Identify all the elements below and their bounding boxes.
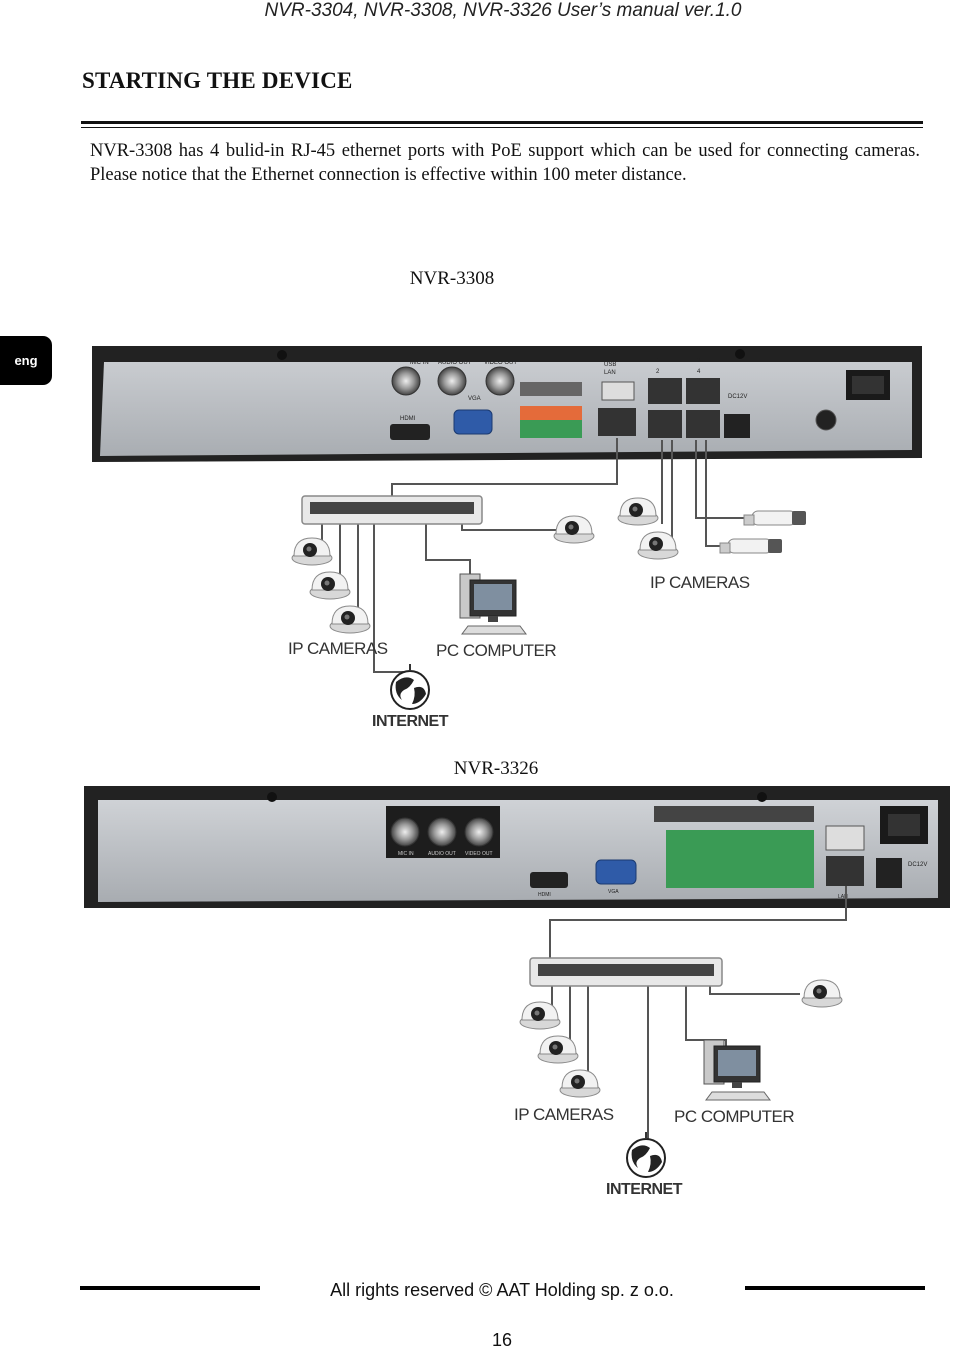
panel-label-dc12v: DC12V [908,862,927,868]
label-ip-cameras: IP CAMERAS [514,1105,614,1124]
panel-label-lan: LAN [604,370,616,376]
usb-port [601,381,635,401]
panel-label-vga: VGA [608,889,619,895]
hdmi-port [390,424,430,440]
label-ip-cameras-left: IP CAMERAS [288,639,388,658]
panel-label-dc12v: DC12V [728,394,747,400]
footer-rule-right [745,1286,925,1290]
footer-rule-left [80,1286,260,1290]
internet-globe-icon [390,663,430,710]
label-internet: INTERNET [372,713,449,730]
ip-camera-bullet [719,538,783,554]
network-switch-1 [301,495,483,525]
lan-port [826,856,864,886]
ip-camera-dome [553,515,595,544]
panel-label-audio-out: AUDIO OUT [438,360,472,366]
running-header: NVR-3304, NVR-3308, NVR-3326 User’s manu… [264,0,742,21]
video-out-bnc [485,366,515,396]
ip-camera-dome [617,497,659,526]
hdmi-port [530,872,568,888]
panel-label-port4: 4 [697,369,701,375]
nvr3326-connection-diagram: MIC IN AUDIO OUT VIDEO OUT HDMI VGA LAN … [84,786,950,1198]
vga-port [453,409,493,435]
lan-port [598,408,636,436]
ip-camera-dome [559,1069,601,1098]
page-number: 16 [491,1330,513,1350]
intro-paragraph: NVR-3308 has 4 bulid-in RJ-45 ethernet p… [90,141,920,185]
nvr3308-cables [321,438,750,673]
ip-camera-dome [537,1035,579,1064]
panel-label-mic-in: MIC IN [410,360,429,366]
dc-power-jack [876,858,902,888]
video-out-bnc [464,817,494,847]
label-pc-computer: PC COMPUTER [674,1107,794,1126]
diagram1-caption: NVR-3308 [409,268,495,289]
footer-copyright: All rights reserved © AAT Holding sp. z … [330,1280,674,1300]
poe-port-1 [648,378,682,404]
poe-port-3 [686,378,720,404]
alarm-terminal-block [666,830,814,888]
panel-label-vga: VGA [468,396,481,402]
panel-label-port3: 3 [697,358,701,364]
ip-camera-dome [329,605,371,634]
audio-out-bnc [427,817,457,847]
panel-label-usb: USB [604,362,616,368]
ip-camera-dome [801,979,843,1008]
panel-label-hdmi: HDMI [400,416,416,422]
network-switch-2 [529,957,723,987]
panel-label-mic-in: MIC IN [398,851,414,857]
ip-camera-bullet [743,510,807,526]
title-rule-thin [81,127,923,128]
audio-out-bnc [437,366,467,396]
diagram2-caption: NVR-3326 [453,758,539,779]
panel-label-port2: 2 [656,369,660,375]
nvr3326-rear-panel: MIC IN AUDIO OUT VIDEO OUT HDMI VGA LAN … [84,786,950,908]
language-tab: eng [0,336,52,385]
panel-label-video-out: VIDEO OUT [465,851,493,857]
poe-port-2 [648,410,682,438]
label-ip-cameras-right: IP CAMERAS [650,573,750,592]
usb-port [825,825,865,851]
internet-globe-icon [626,1131,666,1178]
ip-camera-dome [519,1001,561,1030]
nvr3308-connection-diagram: MIC IN AUDIO OUT VIDEO OUT HDMI VGA USB … [92,346,922,730]
nvr3308-rear-panel: MIC IN AUDIO OUT VIDEO OUT HDMI VGA USB … [92,346,922,462]
poe-port-4 [686,410,720,438]
title-rule-thick [81,121,923,124]
ip-camera-dome [309,571,351,600]
mic-in-bnc [390,817,420,847]
panel-label-port1: 1 [656,358,660,364]
label-internet: INTERNET [606,1181,683,1198]
panel-label-video-out: VIDEO OUT [484,360,517,366]
panel-label-lan: LAN [838,894,848,900]
panel-label-hdmi: HDMI [538,892,551,898]
pc-computer-icon [703,1039,771,1101]
ip-camera-dome [291,537,333,566]
dc-power-jack [724,414,750,438]
vga-port [595,859,637,885]
section-title: STARTING THE DEVICE [82,68,353,93]
mic-in-bnc [391,366,421,396]
panel-label-audio-out: AUDIO OUT [428,851,456,857]
label-pc-computer: PC COMPUTER [436,641,556,660]
pc-computer-icon [459,573,527,635]
